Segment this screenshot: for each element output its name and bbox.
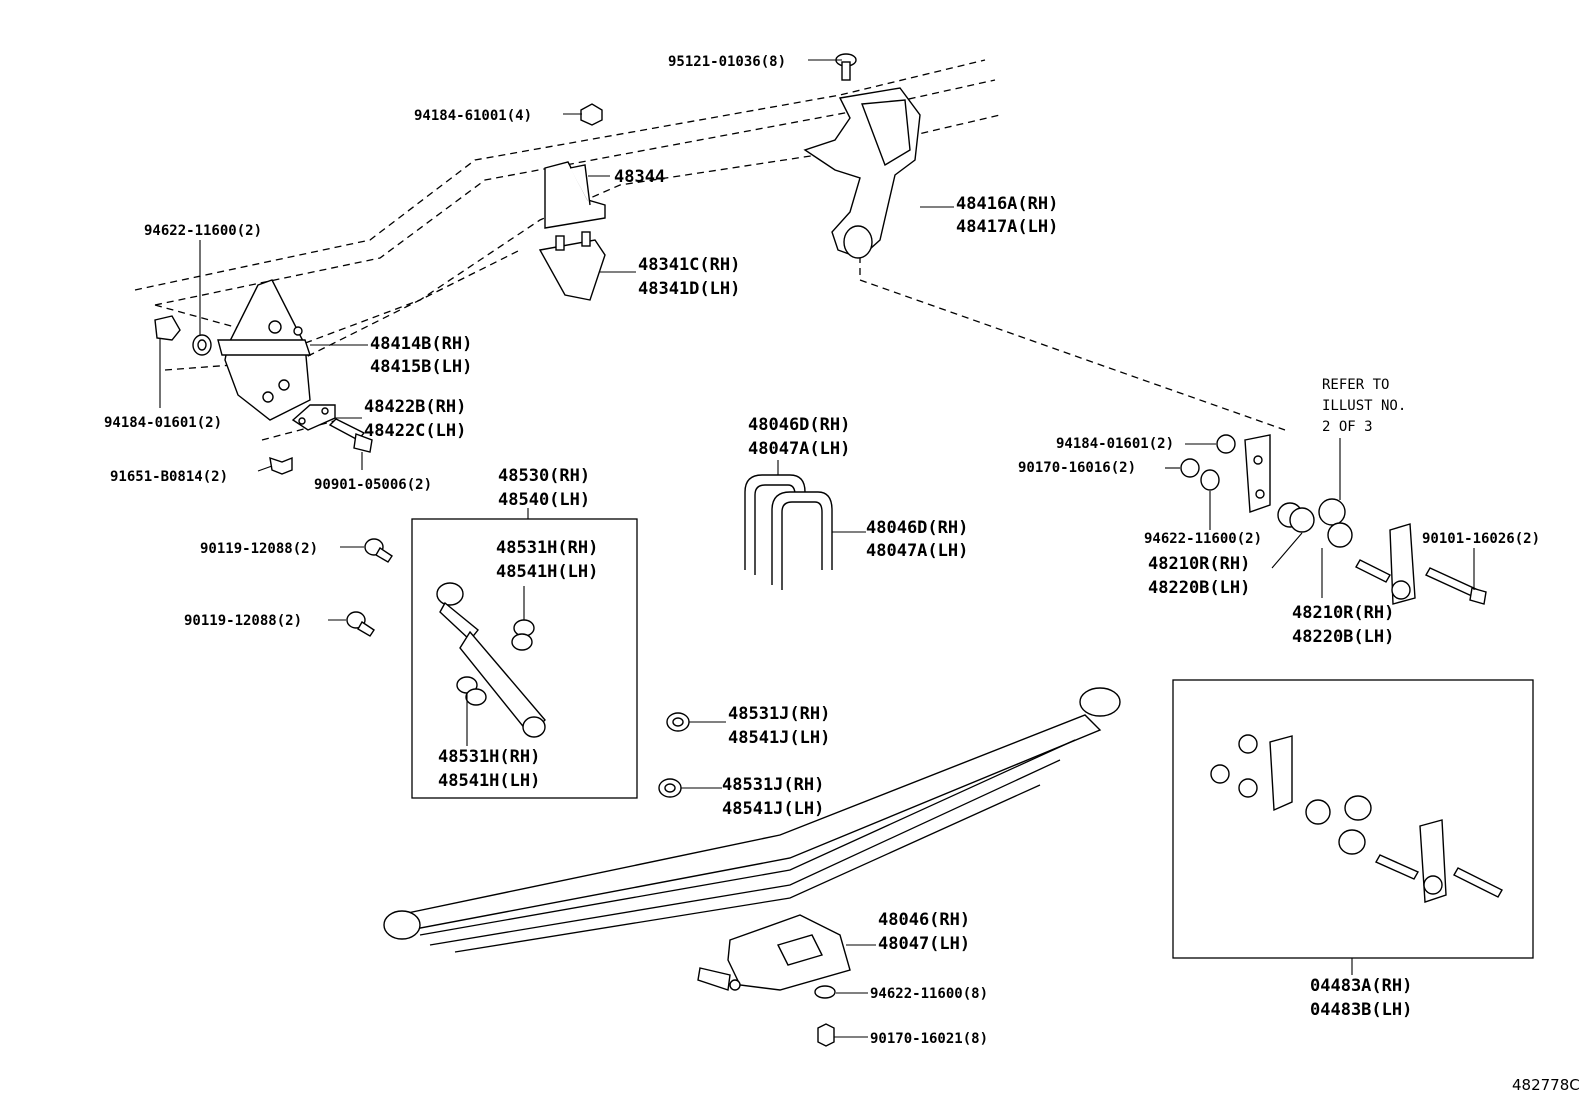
label-48540: 48540(LH) [498,490,590,510]
bracket-48344[interactable] [544,161,606,229]
label-48415B: 48415B(LH) [370,357,472,377]
refer-line-3: 2 OF 3 [1322,419,1373,435]
shackle-kit-parts[interactable] [1210,734,1503,903]
label-48047A-mid: 48047A(LH) [866,541,968,561]
bushing-48531J-upper[interactable] [666,712,690,732]
shackle-plate-left[interactable] [1244,434,1271,513]
nut-90170-16016[interactable] [1180,458,1200,478]
label-48531H-top: 48531H(RH) [496,538,598,558]
label-90170-16021: 90170-16021(8) [870,1031,988,1047]
nut-94184-61001[interactable] [580,103,603,126]
label-94622-11600-seat: 94622-11600(8) [870,986,988,1002]
shock-absorber-box [411,518,638,799]
leader-lines [159,59,1475,1038]
label-94184-01601-shackle: 94184-01601(2) [1056,436,1174,452]
label-48046: 48046(RH) [878,910,970,930]
label-48541H-top: 48541H(LH) [496,562,598,582]
bolt-90101-16026[interactable] [1425,567,1487,605]
label-48047: 48047(LH) [878,934,970,954]
label-48530: 48530(RH) [498,466,590,486]
label-04483B: 04483B(LH) [1310,1000,1412,1020]
bolt-95121-01036[interactable] [835,53,857,81]
label-48422B: 48422B(RH) [364,397,466,417]
label-94184-61001: 94184-61001(4) [414,108,532,124]
label-48344: 48344 [614,167,665,187]
label-48541J-a: 48541J(LH) [728,728,830,748]
label-94184-01601-front: 94184-01601(2) [104,415,222,431]
label-48417A: 48417A(LH) [956,217,1058,237]
rear-spring-hanger[interactable] [803,87,921,259]
bushing-48531H-lower[interactable] [456,676,487,706]
label-90119-12088-a: 90119-12088(2) [200,541,318,557]
bolt-90119-12088-b[interactable] [346,611,375,637]
label-90170-16016: 90170-16016(2) [1018,460,1136,476]
bushing-48210R-b[interactable] [1318,498,1353,548]
label-48047A-top: 48047A(LH) [748,439,850,459]
bushing-48531J-lower[interactable] [658,778,682,798]
bolt-90119-12088-a[interactable] [364,538,393,563]
shackle-plate-right[interactable] [1389,523,1416,605]
refer-line-2: ILLUST NO. [1322,398,1406,414]
label-48531H-bottom: 48531H(RH) [438,747,540,767]
label-48541J-b: 48541J(LH) [722,799,824,819]
label-90119-12088-b: 90119-12088(2) [184,613,302,629]
nut-94184-01601[interactable] [154,315,181,341]
bushing-48531H-upper[interactable] [511,619,535,651]
label-04483A: 04483A(RH) [1310,976,1412,996]
label-48210R-a: 48210R(RH) [1148,554,1250,574]
nut-94184-01601-shackle[interactable] [1216,434,1236,454]
label-48046D-mid: 48046D(RH) [866,518,968,538]
shock-absorber-48530[interactable] [436,582,546,738]
label-94622-11600-front: 94622-11600(2) [144,223,262,239]
leaf-spring[interactable] [383,687,1121,953]
shackle-pin[interactable] [1355,559,1391,583]
label-94622-11600-shackle: 94622-11600(2) [1144,531,1262,547]
label-48541H-bottom: 48541H(LH) [438,771,540,791]
washer-94622-front[interactable] [192,334,212,356]
label-48422C: 48422C(LH) [364,421,466,441]
bushing-48210R-a[interactable] [1277,502,1315,533]
label-48341D: 48341D(LH) [638,279,740,299]
figure-id: 482778C [1512,1076,1580,1094]
label-48531J-b: 48531J(RH) [722,775,824,795]
u-bolt-48046D-rear[interactable] [771,491,833,590]
nut-90170-16021[interactable] [817,1023,835,1047]
part-labels: 95121-01036(8) 94184-61001(4) 48344 9462… [104,54,1580,1094]
label-48210R-b: 48210R(RH) [1292,603,1394,623]
refer-line-1: REFER TO [1322,377,1389,393]
label-95121-01036: 95121-01036(8) [668,54,786,70]
washer-94622-seat[interactable] [814,985,836,999]
shackle-kit-box [1172,679,1534,959]
label-90101-16026: 90101-16026(2) [1422,531,1540,547]
bolt-91651-B0814[interactable] [269,456,293,475]
label-90901-05006: 90901-05006(2) [314,477,432,493]
bolt-90901-05006[interactable] [328,418,373,453]
front-spring-hanger[interactable] [217,279,311,421]
label-48531J-a: 48531J(RH) [728,704,830,724]
label-91651-B0814: 91651-B0814(2) [110,469,228,485]
label-48341C: 48341C(RH) [638,255,740,275]
label-48046D-top: 48046D(RH) [748,415,850,435]
washer-94622-shackle[interactable] [1200,469,1220,491]
plate-48422B[interactable] [291,404,336,431]
label-48416A: 48416A(RH) [956,194,1058,214]
label-48220B-a: 48220B(LH) [1148,578,1250,598]
bump-stopper-48341[interactable] [538,231,606,301]
label-48414B: 48414B(RH) [370,334,472,354]
spring-seat-48046[interactable] [697,914,851,991]
label-48220B-b: 48220B(LH) [1292,627,1394,647]
